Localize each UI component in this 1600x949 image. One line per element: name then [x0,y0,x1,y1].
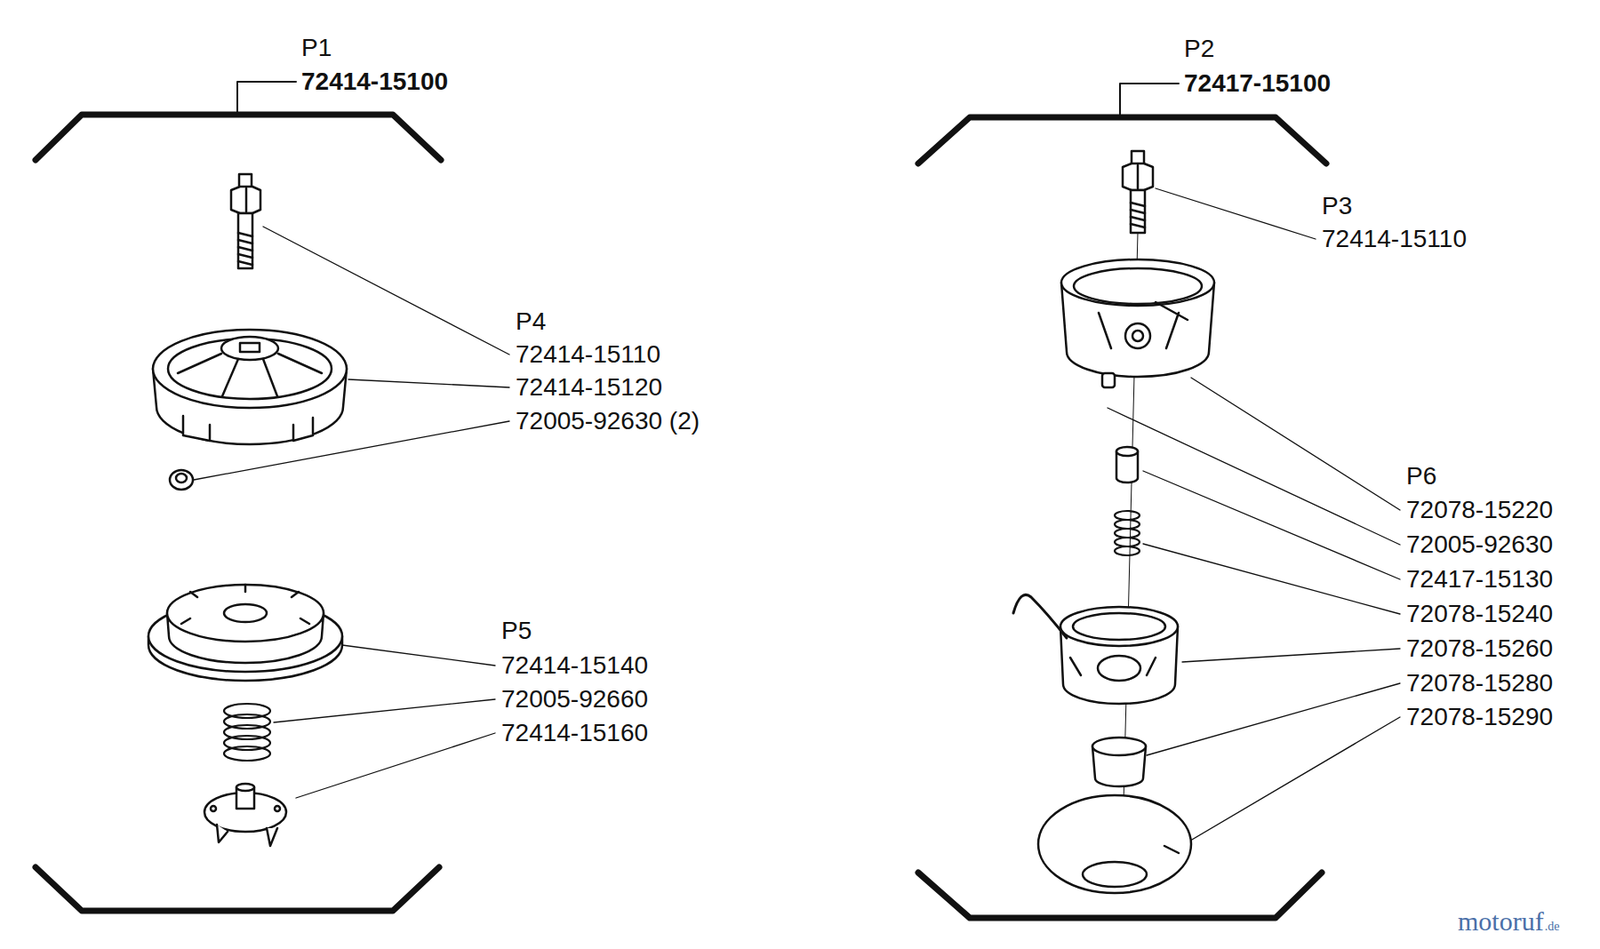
housing [1061,259,1215,388]
spool-hub [1092,737,1146,787]
assembly-number: 72417-15100 [1184,71,1331,96]
part-number: 72417-15130 [1406,567,1553,592]
part-number: 72414-15110 [1321,226,1467,252]
eyelet [1116,447,1138,483]
callout-number: P2 [1184,36,1215,62]
callout-number: P1 [301,35,332,61]
spool [1013,594,1178,704]
spool-retainer [204,784,287,847]
part-number: 72414-15120 [515,375,663,400]
part-number: 72078-15290 [1406,704,1553,730]
bolt [231,174,261,269]
leader-line [193,188,1400,856]
spring [224,704,271,761]
watermark: .de [1544,920,1560,934]
bump-knob [1038,795,1192,894]
part-number: 72078-15240 [1406,601,1553,627]
part-number: 72414-15160 [501,720,648,746]
part-number: 72078-15280 [1406,671,1553,696]
part-number: 72005-92630 [1406,532,1553,558]
callout-number: P3 [1321,193,1352,219]
part-number: 72005-92660 [501,687,648,712]
assembly-number: 72414-15100 [301,69,448,95]
part-number: 72414-15110 [515,342,661,368]
group-bracket [35,114,1327,919]
spool-cover [152,329,347,445]
part-number: 72078-15260 [1406,636,1553,662]
spring [1114,511,1140,556]
callout-number: P4 [515,309,546,335]
eyelet [169,470,193,490]
part-number: 72005-92630 (2) [515,408,700,434]
part-number: 72078-15220 [1406,497,1553,523]
part-number: 72414-15140 [501,653,648,679]
callout-number: P6 [1406,464,1437,489]
spool [148,584,343,681]
callout-number: P5 [501,618,532,644]
bolt [1122,151,1153,233]
watermark: motoruf [1457,908,1544,936]
